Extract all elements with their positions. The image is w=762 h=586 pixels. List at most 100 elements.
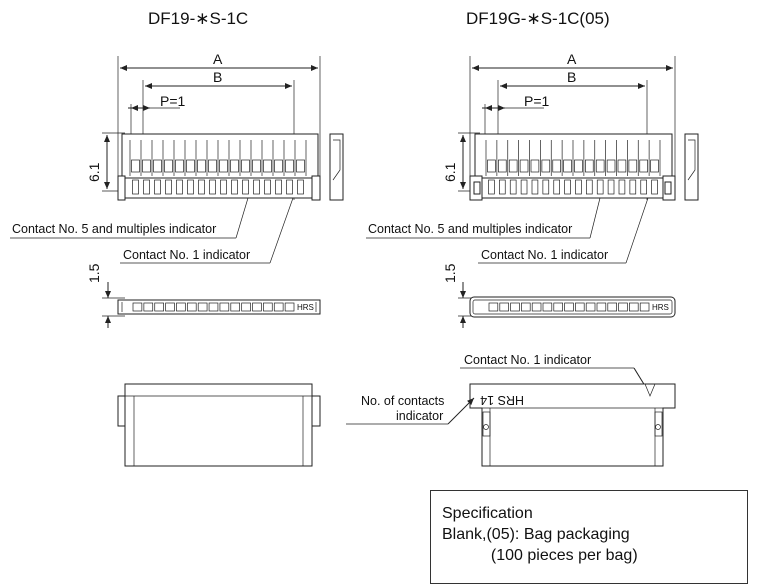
pin-slot xyxy=(230,159,239,173)
pin-foot xyxy=(132,179,139,195)
pin-foot xyxy=(488,179,495,195)
dim-pitch-left: P=1 xyxy=(160,93,186,109)
front-pin xyxy=(208,302,219,312)
callout-contact5-left: Contact No. 5 and multiples indicator xyxy=(12,222,216,236)
pin-foot xyxy=(165,179,172,195)
pin-foot xyxy=(176,179,183,195)
front-pin xyxy=(531,302,542,312)
pin-foot xyxy=(209,179,216,195)
callout-contact1-left: Contact No. 1 indicator xyxy=(123,248,250,262)
right-top-view: A B P=1 6.1 xyxy=(442,51,699,201)
front-marking-left: HRS xyxy=(297,303,314,312)
front-pin xyxy=(252,302,262,312)
front-pin xyxy=(585,302,596,312)
specification-box: Specification Blank,(05): Bag packaging … xyxy=(430,490,748,584)
front-pin xyxy=(564,302,574,312)
left-top-view: A B P=1 6.1 xyxy=(86,51,344,201)
front-pin xyxy=(176,302,186,312)
front-marking-right: HRS xyxy=(652,303,669,312)
spec-line1: Blank,(05): Bag packaging xyxy=(442,526,630,543)
pin-slot xyxy=(498,159,507,173)
pin-slot xyxy=(142,159,151,173)
front-pin xyxy=(596,302,607,312)
front-pin xyxy=(197,302,208,312)
dim-a-right: A xyxy=(567,51,577,67)
right-callouts: Contact No. 5 and multiples indicator Co… xyxy=(366,197,649,264)
front-pin xyxy=(241,302,251,312)
pin-foot xyxy=(220,179,227,195)
pin-slot xyxy=(186,159,195,173)
pin-slot xyxy=(563,159,572,173)
pin-foot xyxy=(618,179,626,195)
pin-slot xyxy=(285,159,294,173)
spec-line2: (100 pieces per bag) xyxy=(442,547,638,564)
front-pin xyxy=(510,302,520,312)
front-pin xyxy=(154,302,164,312)
front-pin xyxy=(499,302,509,312)
pin-foot xyxy=(640,179,647,195)
pin-slot xyxy=(153,159,162,173)
front-pin xyxy=(575,302,585,312)
pin-slot xyxy=(574,159,583,173)
dim-b-left: B xyxy=(213,69,222,85)
rear-marking-right: HRS 14 xyxy=(480,393,524,407)
front-pin xyxy=(607,302,617,312)
pin-slot xyxy=(208,159,217,173)
callout-contact1-right: Contact No. 1 indicator xyxy=(481,248,608,262)
pin-slot xyxy=(197,159,206,173)
pin-slot xyxy=(650,159,659,173)
pin-slot xyxy=(296,159,305,173)
pin-slot xyxy=(606,159,616,173)
front-pin xyxy=(488,302,499,312)
pin-slot xyxy=(487,159,496,173)
dim-a-left: A xyxy=(213,51,223,67)
dim-height-side-left: 1.5 xyxy=(86,263,102,283)
front-pin xyxy=(219,302,230,312)
left-callouts: Contact No. 5 and multiples indicator Co… xyxy=(10,197,294,264)
pin-slot xyxy=(131,159,140,173)
left-front-view: 1.5 HRS xyxy=(86,263,321,328)
callout-contact5-right: Contact No. 5 and multiples indicator xyxy=(368,222,572,236)
pin-foot xyxy=(143,179,150,195)
pin-slot xyxy=(552,159,561,173)
right-front-view: 1.5 HRS xyxy=(442,263,676,328)
pin-foot xyxy=(651,179,658,195)
pin-foot xyxy=(596,179,604,195)
front-pin xyxy=(132,302,143,312)
front-pin xyxy=(629,302,639,312)
pin-slot xyxy=(252,159,261,173)
dim-height-top-right: 6.1 xyxy=(442,162,458,182)
pin-foot xyxy=(275,179,282,195)
pin-foot xyxy=(187,179,194,195)
pin-foot xyxy=(264,179,271,195)
front-pin xyxy=(143,302,154,312)
pin-slot xyxy=(541,159,551,173)
dim-height-top-left: 6.1 xyxy=(86,162,102,182)
dim-height-side-right: 1.5 xyxy=(442,263,458,283)
front-pin xyxy=(542,302,553,312)
pin-slot xyxy=(639,159,648,173)
pin-foot xyxy=(520,179,528,195)
pin-foot xyxy=(286,179,293,195)
right-rear-view: Contact No. 1 indicator HRS 14 No. of co… xyxy=(346,353,676,467)
pin-foot xyxy=(509,179,517,195)
pin-slot xyxy=(164,159,173,173)
pin-foot xyxy=(231,179,238,195)
front-pin xyxy=(639,302,650,312)
spec-title: Specification xyxy=(442,505,533,522)
callout-contact1-bottom: Contact No. 1 indicator xyxy=(464,353,591,367)
pin-slot xyxy=(617,159,627,173)
pin-foot xyxy=(564,179,571,195)
front-pin xyxy=(521,302,531,312)
title-right: DF19G-∗S-1C(05) xyxy=(466,9,610,28)
pin-foot xyxy=(553,179,560,195)
pin-slot xyxy=(585,159,594,173)
pin-slot xyxy=(274,159,283,173)
pin-slot xyxy=(263,159,272,173)
front-pin xyxy=(263,302,273,312)
dim-pitch-right: P=1 xyxy=(524,93,550,109)
front-pin xyxy=(553,302,563,312)
front-pin xyxy=(165,302,175,312)
pin-foot xyxy=(542,179,550,195)
